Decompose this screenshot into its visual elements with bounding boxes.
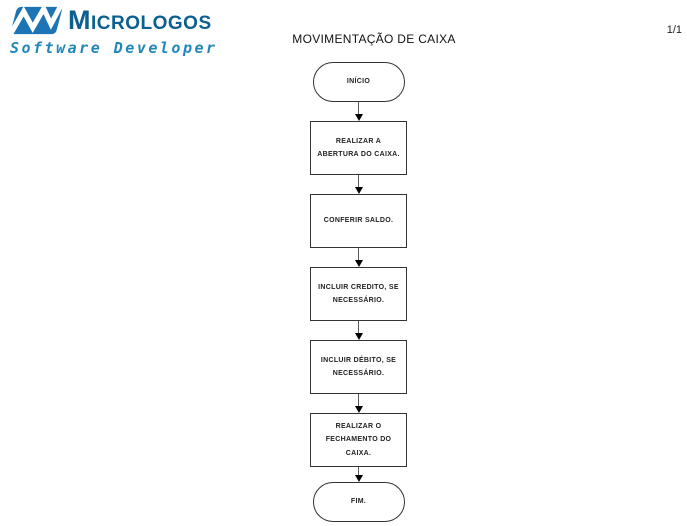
brand-name: Micrologos bbox=[68, 5, 212, 35]
flow-node-label: FIM. bbox=[350, 498, 367, 506]
flow-node-step-4: INCLUIR DÉBITO, SE NECESSÁRIO. bbox=[310, 340, 407, 394]
flow-node-step-5: REALIZAR O FECHAMENTO DO CAIXA. bbox=[310, 413, 407, 467]
connector-arrow bbox=[354, 175, 363, 194]
connector-arrow bbox=[354, 102, 363, 121]
connector-arrow bbox=[354, 467, 363, 482]
flow-node-start: INÍCIO bbox=[312, 62, 405, 102]
flowchart: INÍCIO REALIZAR A ABERTURA DO CAIXA. CON… bbox=[310, 62, 407, 522]
arrowhead-icon bbox=[354, 406, 363, 413]
page-title: MOVIMENTAÇÃO DE CAIXA bbox=[292, 32, 456, 46]
connector-line bbox=[358, 102, 359, 114]
connector-line bbox=[358, 321, 359, 333]
arrowhead-icon bbox=[354, 333, 363, 340]
flow-node-label: REALIZAR A ABERTURA DO CAIXA. bbox=[317, 137, 400, 158]
flow-node-label: INÍCIO bbox=[346, 78, 371, 86]
flow-node-label: INCLUIR CREDITO, SE NECESSÁRIO. bbox=[318, 283, 399, 304]
flow-node-step-3: INCLUIR CREDITO, SE NECESSÁRIO. bbox=[310, 267, 407, 321]
brand-tagline: Software Developer bbox=[10, 39, 218, 57]
connector-line bbox=[358, 394, 359, 406]
flow-node-step-1: REALIZAR A ABERTURA DO CAIXA. bbox=[310, 121, 407, 175]
connector-line bbox=[358, 175, 359, 187]
micrologos-logo: Micrologos Software Developer bbox=[8, 5, 218, 57]
micrologos-m-icon bbox=[8, 5, 63, 36]
page-number: 1/1 bbox=[666, 24, 682, 36]
arrowhead-icon bbox=[354, 114, 363, 121]
connector-arrow bbox=[354, 248, 363, 267]
connector-arrow bbox=[354, 321, 363, 340]
flow-node-label: REALIZAR O FECHAMENTO DO CAIXA. bbox=[325, 423, 392, 457]
flow-node-end: FIM. bbox=[312, 482, 405, 522]
flow-node-label: INCLUIR DÉBITO, SE NECESSÁRIO. bbox=[320, 356, 397, 377]
connector-line bbox=[358, 248, 359, 260]
flow-node-label: CONFERIR SALDO. bbox=[323, 217, 394, 225]
arrowhead-icon bbox=[354, 260, 363, 267]
connector-line bbox=[358, 467, 359, 475]
arrowhead-icon bbox=[354, 475, 363, 482]
flow-node-step-2: CONFERIR SALDO. bbox=[310, 194, 407, 248]
connector-arrow bbox=[354, 394, 363, 413]
arrowhead-icon bbox=[354, 187, 363, 194]
